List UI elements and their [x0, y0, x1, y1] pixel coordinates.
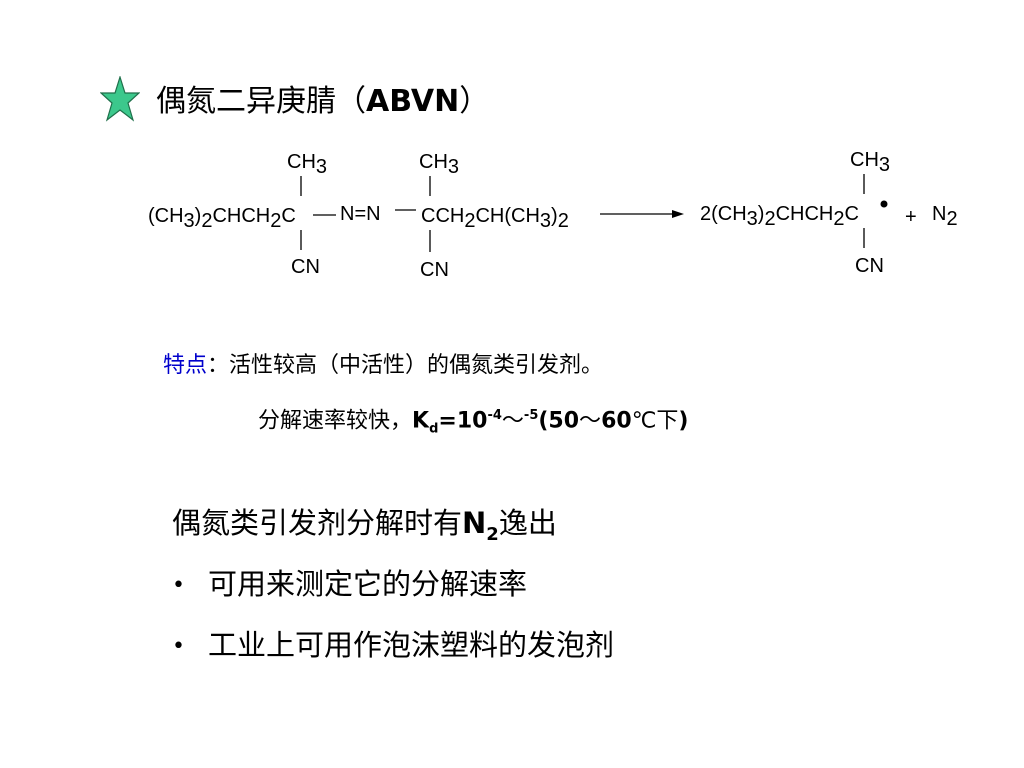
- intro-pre: 偶氮类引发剂分解时有: [172, 506, 463, 540]
- kd-exp-1: -4: [487, 408, 502, 423]
- bullet-item: • 工业上可用作泡沫塑料的发泡剂: [172, 624, 614, 668]
- intro-post: 逸出: [498, 506, 557, 540]
- features-line-1: 特点：活性较高（中活性）的偶氮类引发剂。: [163, 350, 603, 382]
- temp-tilde: ～: [579, 408, 602, 434]
- azo-group: N=N: [340, 203, 381, 225]
- features-label: 特点: [163, 353, 208, 378]
- page-title: 偶氮二异庚腈（ABVN）: [156, 82, 489, 122]
- left-main-chain: (CH3)2CHCH2C: [148, 205, 296, 232]
- bullet-icon: •: [172, 634, 185, 659]
- features-text: ：活性较高（中活性）的偶氮类引发剂。: [207, 353, 604, 378]
- bullet-icon: •: [172, 573, 185, 598]
- intro-n-sub: 2: [486, 523, 499, 545]
- bullet-text: 可用来测定它的分解速率: [208, 567, 528, 601]
- reaction-scheme: CH3 CH3 (CH3)2CHCH2C N=N CCH2CH(CH3)2 CN…: [148, 149, 958, 281]
- title-chinese: 偶氮二异庚腈（: [156, 84, 366, 119]
- rate-text: 分解速率较快，: [258, 408, 413, 434]
- radical-dot: [880, 200, 888, 208]
- kd-tilde: ～: [501, 408, 524, 434]
- left-ch3-1: CH3: [287, 151, 327, 178]
- kd-symbol: K: [412, 408, 430, 434]
- star-icon: [100, 76, 140, 122]
- temp-open: (50: [538, 408, 580, 434]
- intro-n: N: [462, 506, 487, 540]
- features-line-2: 分解速率较快，Kd=10-4～-5(50～60℃下): [258, 399, 688, 447]
- bullet-item: • 可用来测定它的分解速率: [172, 563, 527, 607]
- bullet-text: 工业上可用作泡沫塑料的发泡剂: [208, 628, 615, 662]
- left-cn-1: CN: [291, 256, 320, 278]
- kd-subscript: d: [429, 421, 439, 437]
- product-ch3: CH3: [850, 149, 890, 176]
- product-cn: CN: [855, 255, 884, 277]
- temp-unit: ℃下: [631, 408, 679, 434]
- nitrogen-product: N2: [932, 203, 958, 230]
- title-close: ）: [459, 84, 490, 119]
- reaction-arrow-head: [672, 210, 684, 218]
- left-ch3-2: CH3: [419, 151, 459, 178]
- intro-line: 偶氮类引发剂分解时有N2逸出: [172, 502, 557, 556]
- left-cn-2: CN: [420, 259, 449, 281]
- kd-value: =10: [438, 408, 488, 434]
- temp-60: 60: [601, 408, 632, 434]
- plus-sign: +: [905, 206, 917, 228]
- title-abbrev: ABVN: [366, 84, 460, 119]
- kd-exp-2: -5: [523, 408, 539, 423]
- right-main-chain: CCH2CH(CH3)2: [421, 205, 569, 232]
- temp-close: ): [678, 408, 689, 434]
- product-main-chain: 2(CH3)2CHCH2C: [700, 203, 859, 230]
